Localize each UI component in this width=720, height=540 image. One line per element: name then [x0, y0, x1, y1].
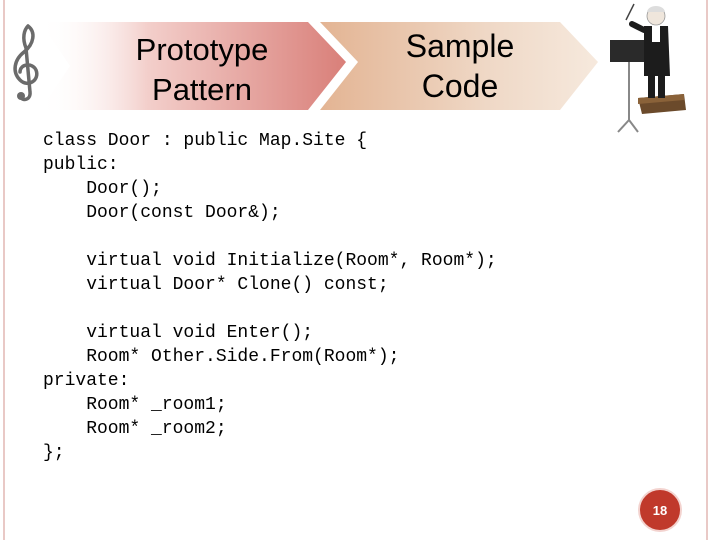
- banner-title-prototype-pattern: Prototype Pattern: [108, 30, 296, 110]
- code-line: public:: [43, 155, 119, 175]
- code-line: [43, 225, 497, 249]
- banner-left-arrow: [40, 22, 346, 110]
- code-line: Room* _room2;: [43, 419, 227, 439]
- code-line: class Door : public Map.Site {: [43, 131, 368, 151]
- code-line: };: [43, 443, 65, 463]
- code-line: virtual void Enter();: [43, 323, 314, 343]
- banner-title-left-line1: Prototype: [135, 32, 269, 67]
- page-number-badge: 18: [638, 488, 682, 532]
- code-line: Door();: [43, 179, 162, 199]
- code-line: private:: [43, 371, 130, 391]
- banner-title-right-line2: Code: [421, 68, 499, 104]
- code-line: Door(const Door&);: [43, 203, 281, 223]
- treble-clef-icon: [13, 24, 39, 102]
- conductor-figure-icon: [610, 3, 686, 133]
- code-line: virtual Door* Clone() const;: [43, 275, 389, 295]
- banner-right-arrow: [320, 22, 598, 110]
- code-block: class Door : public Map.Site { public: Do…: [43, 129, 497, 465]
- slide-border-right: [706, 0, 708, 540]
- code-line: Room* Other.Side.From(Room*);: [43, 347, 400, 367]
- banner-title-right-line1: Sample: [405, 28, 515, 64]
- code-line: Room* _room1;: [43, 395, 227, 415]
- title-banner: [40, 22, 598, 110]
- banner-title-sample-code: Sample Code: [380, 26, 540, 106]
- code-line: virtual void Initialize(Room*, Room*);: [43, 251, 497, 271]
- page-number: 18: [652, 502, 668, 518]
- code-line: [43, 297, 497, 321]
- banner-title-left-line2: Pattern: [152, 72, 252, 107]
- slide-border-left: [3, 0, 5, 540]
